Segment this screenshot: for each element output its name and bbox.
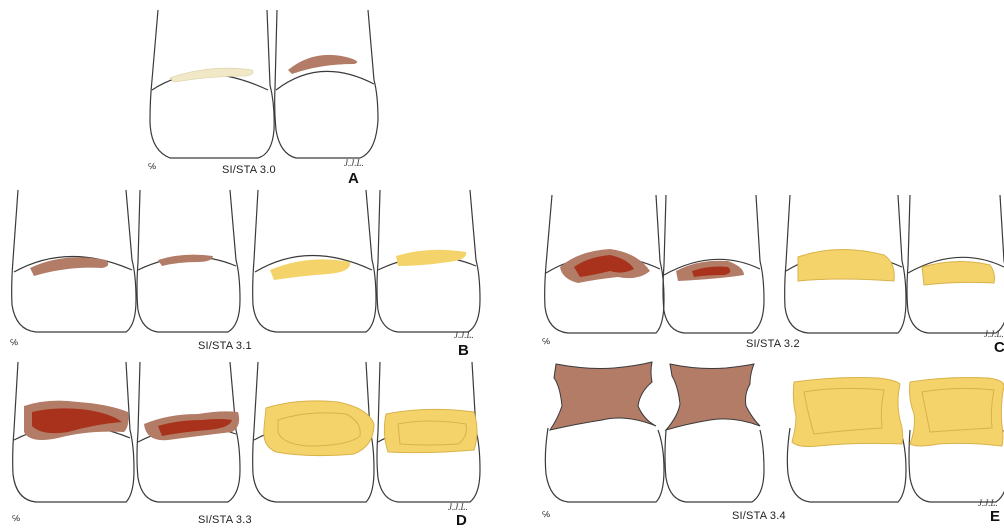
panel-a-mark: ℅ (148, 162, 156, 171)
panel-a-letter: A (348, 170, 359, 187)
stain-e2 (666, 364, 760, 430)
stain-c3 (798, 249, 894, 281)
stain-b3 (270, 259, 350, 280)
panel-e-label: SI/STA 3.4 (732, 510, 786, 522)
panel-b-letter: B (458, 342, 469, 359)
panel-c-label: SI/STA 3.2 (746, 338, 800, 350)
panel-c-teeth (538, 195, 1004, 360)
panel-e-signature: J.J.L. (978, 498, 998, 508)
panel-b-signature: J.J.L. (454, 330, 474, 340)
panel-c-mark: ℅ (542, 337, 550, 346)
panel-e: ℅ SI/STA 3.4 J.J.L. E (538, 362, 1004, 527)
panel-e-mark: ℅ (542, 510, 550, 519)
stain-e4-outer (910, 378, 1004, 447)
panel-b-mark: ℅ (10, 338, 18, 347)
panel-d-signature: J.J.L. (448, 502, 468, 512)
panel-e-letter: E (990, 508, 1000, 525)
stain-e1 (550, 362, 656, 430)
panel-b: ℅ SI/STA 3.1 J.J.L. B (8, 190, 488, 360)
stain-c4 (922, 261, 995, 285)
panel-d-label: SI/STA 3.3 (198, 514, 252, 526)
panel-c: ℅ SI/STA 3.2 J.J.L. C (538, 195, 1004, 360)
panel-c-letter: C (994, 339, 1004, 356)
panel-d-mark: ℅ (12, 514, 20, 523)
panel-a: ℅ SI/STA 3.0 J.J.L. A (140, 10, 390, 190)
panel-b-teeth (8, 190, 488, 360)
panel-d: ℅ SI/STA 3.3 J.J.L. D (8, 362, 488, 527)
panel-e-teeth (538, 362, 1004, 527)
panel-d-letter: D (456, 512, 467, 529)
panel-b-label: SI/STA 3.1 (198, 340, 252, 352)
stain-d3-outer (264, 401, 374, 456)
stain-b4 (396, 250, 466, 266)
panel-a-label: SI/STA 3.0 (222, 164, 276, 176)
panel-c-signature: J.J.L. (984, 329, 1004, 339)
panel-a-signature: J.J.L. (344, 158, 364, 168)
panel-d-teeth (8, 362, 488, 527)
stain-b2 (158, 255, 213, 266)
